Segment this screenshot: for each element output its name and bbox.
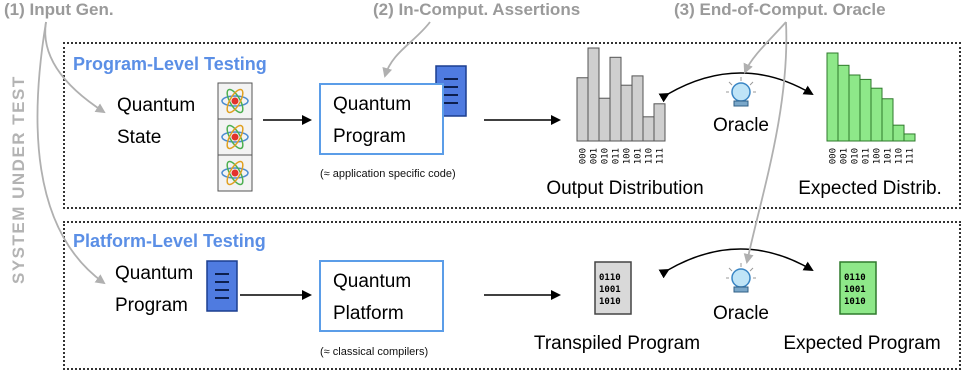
quantum-program-box (319, 83, 444, 155)
binary-line: 0110 (844, 273, 866, 283)
expected-program-icon: 0110 1001 1010 (839, 261, 877, 315)
histogram-bar (609, 56, 622, 142)
oracle-label-bottom: Oracle (713, 303, 769, 324)
binary-line: 1001 (599, 285, 621, 295)
histogram-bar (598, 97, 611, 142)
quantum-state-line1: Quantum (117, 95, 196, 116)
bit-label: 111 (906, 148, 916, 164)
quantum-platform-line1: Quantum (333, 271, 412, 292)
platform-input-line1: Quantum (115, 263, 194, 284)
histogram-bar (837, 64, 850, 142)
histogram-bar (903, 133, 916, 142)
histogram-bar (587, 47, 600, 142)
bit-label: 110 (645, 148, 655, 164)
histogram-bar (642, 116, 655, 142)
step-end-of-computation-oracle: (3) End-of-Comput. Oracle (674, 0, 886, 19)
bit-label: 010 (851, 148, 861, 164)
platform-level-panel (63, 221, 961, 370)
classical-compilers-note: (≈ classical compilers) (320, 346, 429, 358)
output-distribution-caption: Output Distribution (546, 178, 704, 199)
binary-line: 0110 (599, 273, 621, 283)
oracle-lamp-icon (725, 76, 757, 107)
bit-label: 111 (656, 148, 666, 164)
histogram-bar (631, 75, 644, 142)
step-input-generation: (1) Input Gen. (4, 0, 114, 19)
atom-icon (217, 154, 253, 192)
transpiled-program-icon: 0110 1001 1010 (594, 261, 632, 315)
input-gen-arrow-to-program (36, 21, 106, 285)
oracle-label-top: Oracle (713, 115, 769, 136)
bit-label: 100 (873, 148, 883, 164)
input-gen-arrow-to-state (44, 21, 106, 114)
histogram-bar (848, 74, 861, 142)
atom-icon (217, 118, 253, 156)
quantum-platform-line2: Platform (333, 303, 404, 324)
output-distribution-histogram (576, 47, 666, 142)
quantum-state-line2: State (117, 127, 162, 148)
comparison-arc-top (658, 72, 814, 103)
histogram-bar (870, 87, 883, 142)
expected-distribution-histogram (826, 52, 916, 142)
program-level-panel (63, 42, 961, 209)
expected-distribution-caption: Expected Distrib. (798, 178, 942, 199)
binary-line: 1010 (844, 297, 866, 307)
quantum-program-label: Quantum Program (333, 89, 411, 153)
bit-label: 001 (590, 148, 600, 164)
atom-icon (217, 82, 253, 120)
histogram-bar (653, 103, 666, 142)
bit-label: 000 (829, 148, 839, 164)
program-level-title: Program-Level Testing (73, 54, 267, 74)
bit-label: 001 (840, 148, 850, 164)
histogram-bar (859, 78, 872, 142)
histogram-bar (826, 52, 839, 142)
bit-label: 100 (623, 148, 633, 164)
platform-level-title: Platform-Level Testing (73, 231, 266, 251)
platform-input-line2: Program (115, 295, 188, 316)
bit-label: 101 (634, 148, 644, 164)
oracle-arrow-bottom (743, 21, 788, 264)
binary-line: 1010 (599, 297, 621, 307)
binary-line: 1001 (844, 285, 866, 295)
quantum-platform-label: Quantum Platform (333, 266, 411, 330)
bit-label: 011 (862, 148, 872, 164)
oracle-lamp-icon-bottom (725, 262, 757, 293)
platform-input-document-icon (206, 260, 238, 312)
bit-label: 101 (884, 148, 894, 164)
histogram-bar (892, 124, 905, 142)
quantum-program-line1: Quantum (333, 94, 412, 115)
bit-label: 010 (601, 148, 611, 164)
platform-input-label: Quantum Program (115, 258, 193, 322)
transpiled-program-caption: Transpiled Program (533, 333, 701, 354)
quantum-platform-box (319, 260, 444, 332)
bit-label: 000 (579, 148, 589, 164)
assertion-arrow (382, 21, 431, 78)
application-code-note: (≈ application specific code) (320, 168, 456, 180)
quantum-state-label: Quantum State (117, 90, 195, 154)
histogram-bar (576, 77, 589, 142)
histogram-bar (620, 84, 633, 142)
comparison-arc-bottom (658, 248, 814, 279)
bit-label: 011 (612, 148, 622, 164)
histogram-bar (881, 98, 894, 142)
expected-program-caption: Expected Program (783, 333, 941, 354)
quantum-program-line2: Program (333, 126, 406, 147)
oracle-arrow-top (743, 21, 787, 74)
step-in-computation-assertions: (2) In-Comput. Assertions (373, 0, 581, 19)
bit-label: 110 (895, 148, 905, 164)
